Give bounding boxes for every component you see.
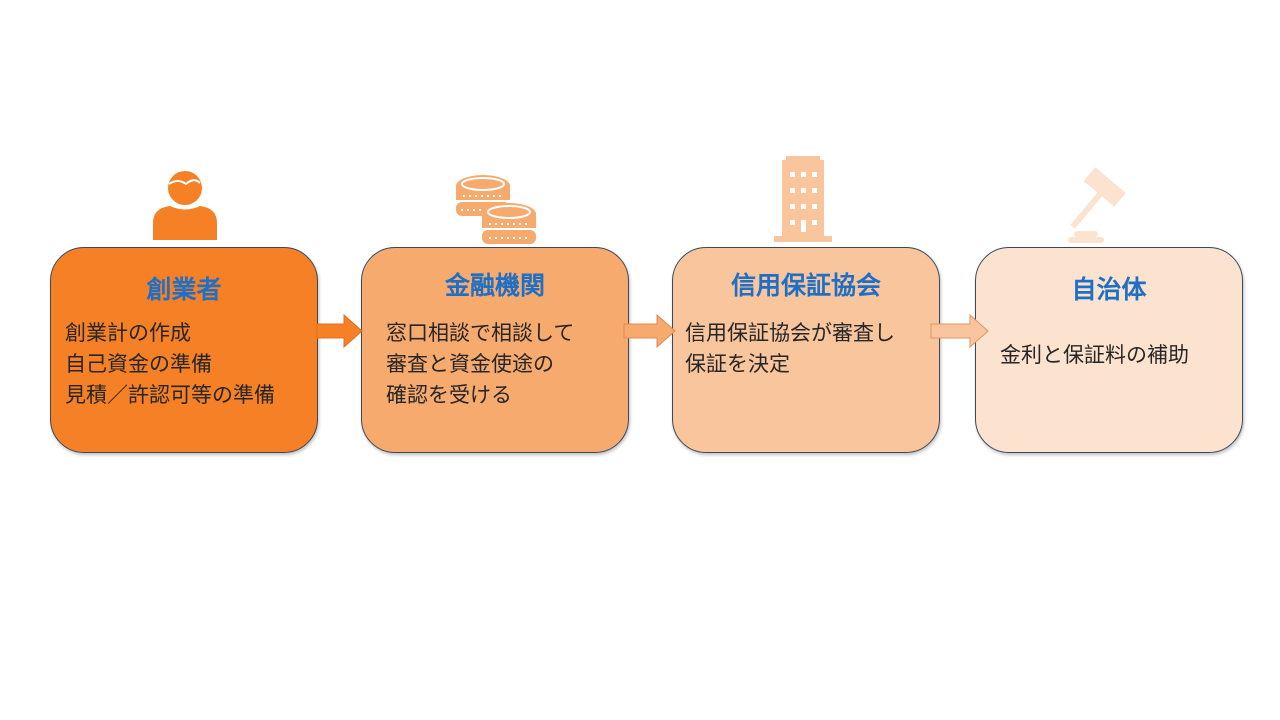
arrow-icon bbox=[316, 314, 363, 348]
person-icon bbox=[153, 171, 217, 240]
step-description: 窓口相談で相談して 審査と資金使途の 確認を受ける bbox=[386, 322, 575, 407]
step-title: 信用保証協会 bbox=[730, 272, 881, 300]
step-title: 自治体 bbox=[1071, 276, 1147, 304]
step-title: 創業者 bbox=[146, 276, 222, 304]
gavel-icon bbox=[1068, 167, 1126, 243]
arrow-icon bbox=[930, 314, 989, 348]
step-description: 創業計の作成 自己資金の準備 見積／許認可等の準備 bbox=[65, 322, 275, 407]
step-box-bank: 金融機関 窓口相談で相談して 審査と資金使途の 確認を受ける bbox=[361, 247, 629, 453]
step-box-guarantee-association: 信用保証協会 信用保証協会が審査し 保証を決定 bbox=[672, 247, 940, 453]
step-description: 信用保証協会が審査し 保証を決定 bbox=[685, 322, 895, 376]
building-icon bbox=[774, 156, 832, 242]
arrow-icon bbox=[623, 314, 676, 348]
step-box-founder: 創業者 創業計の作成 自己資金の準備 見積／許認可等の準備 bbox=[50, 247, 318, 453]
step-description: 金利と保証料の補助 bbox=[1000, 344, 1189, 367]
step-title: 金融機関 bbox=[444, 272, 545, 300]
coins-icon bbox=[456, 175, 536, 244]
step-box-municipality: 自治体 金利と保証料の補助 bbox=[975, 247, 1243, 453]
